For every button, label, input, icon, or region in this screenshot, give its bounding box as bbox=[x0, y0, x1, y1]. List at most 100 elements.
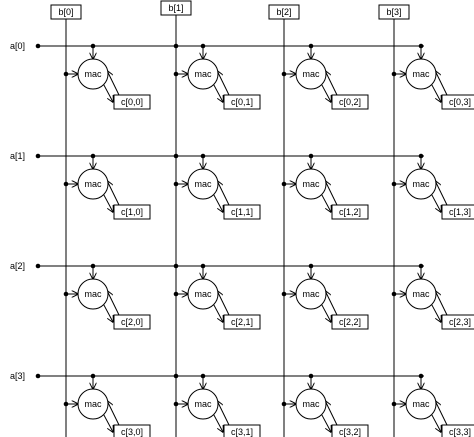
c-feedback-wire bbox=[325, 401, 338, 426]
c-feedback-wire bbox=[217, 401, 230, 426]
junction-dot bbox=[90, 43, 96, 49]
mac-node bbox=[405, 388, 437, 420]
junction-dot bbox=[308, 43, 314, 49]
c-output-label: c[0,0] bbox=[121, 97, 143, 107]
junction-dot bbox=[418, 373, 424, 379]
c-output-box bbox=[113, 314, 151, 330]
mac-to-c-wire bbox=[103, 194, 113, 212]
c-output-box bbox=[223, 94, 261, 110]
mac-node-label: mac bbox=[412, 179, 430, 189]
c-output-label: c[2,2] bbox=[339, 317, 361, 327]
mac-node-label: mac bbox=[84, 289, 102, 299]
junction-dot bbox=[418, 153, 424, 159]
c-output-box bbox=[113, 94, 151, 110]
junction-dot bbox=[173, 291, 179, 297]
c-output-label: c[2,1] bbox=[231, 317, 253, 327]
mac-node bbox=[295, 278, 327, 310]
mac-node bbox=[405, 168, 437, 200]
c-output-box bbox=[331, 314, 369, 330]
mac-to-c-wire bbox=[213, 84, 223, 102]
c-output-label: c[1,3] bbox=[449, 207, 471, 217]
junction-dot bbox=[90, 263, 96, 269]
c-output-label: c[2,0] bbox=[121, 317, 143, 327]
b-input-box bbox=[378, 4, 410, 20]
a-input-label: a[2] bbox=[10, 261, 25, 271]
mac-to-c-wire bbox=[431, 304, 441, 322]
mac-to-c-wire bbox=[213, 304, 223, 322]
mac-node-label: mac bbox=[194, 399, 212, 409]
mac-node-label: mac bbox=[84, 399, 102, 409]
mac-to-c-wire bbox=[103, 414, 113, 432]
c-output-box bbox=[113, 204, 151, 220]
junction-dot bbox=[418, 263, 424, 269]
mac-node-label: mac bbox=[194, 179, 212, 189]
b-input-label: b[2] bbox=[276, 7, 291, 17]
mac-node-label: mac bbox=[302, 289, 320, 299]
mac-node-label: mac bbox=[302, 69, 320, 79]
c-feedback-wire bbox=[435, 71, 448, 96]
c-feedback-wire bbox=[107, 71, 120, 96]
b-input-label: b[1] bbox=[168, 3, 183, 13]
c-output-box bbox=[331, 94, 369, 110]
junction-dot bbox=[391, 291, 397, 297]
b-input-label: b[0] bbox=[58, 7, 73, 17]
c-output-box bbox=[331, 204, 369, 220]
mac-to-c-wire bbox=[431, 194, 441, 212]
junction-dot bbox=[63, 291, 69, 297]
c-feedback-wire bbox=[435, 401, 448, 426]
junction-dot bbox=[173, 71, 179, 77]
mac-to-c-wire bbox=[431, 414, 441, 432]
junction-dot bbox=[308, 153, 314, 159]
b-input-label: b[3] bbox=[386, 7, 401, 17]
c-feedback-wire bbox=[325, 291, 338, 316]
c-output-label: c[1,1] bbox=[231, 207, 253, 217]
mac-node-label: mac bbox=[194, 69, 212, 79]
mac-node-label: mac bbox=[412, 399, 430, 409]
c-feedback-wire bbox=[435, 181, 448, 206]
c-output-box bbox=[441, 204, 474, 220]
junction-dot bbox=[173, 153, 179, 159]
c-output-box bbox=[441, 424, 474, 437]
c-output-label: c[0,3] bbox=[449, 97, 471, 107]
junction-dot bbox=[391, 401, 397, 407]
mac-node bbox=[295, 58, 327, 90]
junction-dot bbox=[281, 401, 287, 407]
c-output-label: c[3,2] bbox=[339, 427, 361, 437]
mac-to-c-wire bbox=[431, 84, 441, 102]
mac-node-label: mac bbox=[84, 69, 102, 79]
junction-dot bbox=[200, 153, 206, 159]
c-output-label: c[3,1] bbox=[231, 427, 253, 437]
mac-to-c-wire bbox=[321, 84, 331, 102]
a-input-terminal bbox=[35, 373, 41, 379]
c-feedback-wire bbox=[217, 181, 230, 206]
mac-node bbox=[77, 168, 109, 200]
b-input-box bbox=[160, 0, 192, 16]
a-input-label: a[3] bbox=[10, 371, 25, 381]
junction-dot bbox=[281, 291, 287, 297]
junction-dot bbox=[200, 43, 206, 49]
mac-node bbox=[187, 278, 219, 310]
mac-node bbox=[405, 58, 437, 90]
c-feedback-wire bbox=[107, 181, 120, 206]
c-output-label: c[0,1] bbox=[231, 97, 253, 107]
mac-node bbox=[187, 58, 219, 90]
c-output-label: c[2,3] bbox=[449, 317, 471, 327]
junction-dot bbox=[391, 71, 397, 77]
c-output-label: c[3,0] bbox=[121, 427, 143, 437]
c-output-label: c[1,2] bbox=[339, 207, 361, 217]
mac-node-label: mac bbox=[84, 179, 102, 189]
mac-node-label: mac bbox=[302, 179, 320, 189]
mac-to-c-wire bbox=[213, 194, 223, 212]
mac-node bbox=[295, 168, 327, 200]
junction-dot bbox=[173, 181, 179, 187]
c-output-box bbox=[223, 424, 261, 437]
mac-to-c-wire bbox=[103, 304, 113, 322]
junction-dot bbox=[308, 263, 314, 269]
junction-dot bbox=[63, 181, 69, 187]
junction-dot bbox=[281, 71, 287, 77]
junction-dot bbox=[90, 373, 96, 379]
junction-dot bbox=[281, 181, 287, 187]
a-input-label: a[1] bbox=[10, 151, 25, 161]
a-input-label: a[0] bbox=[10, 41, 25, 51]
